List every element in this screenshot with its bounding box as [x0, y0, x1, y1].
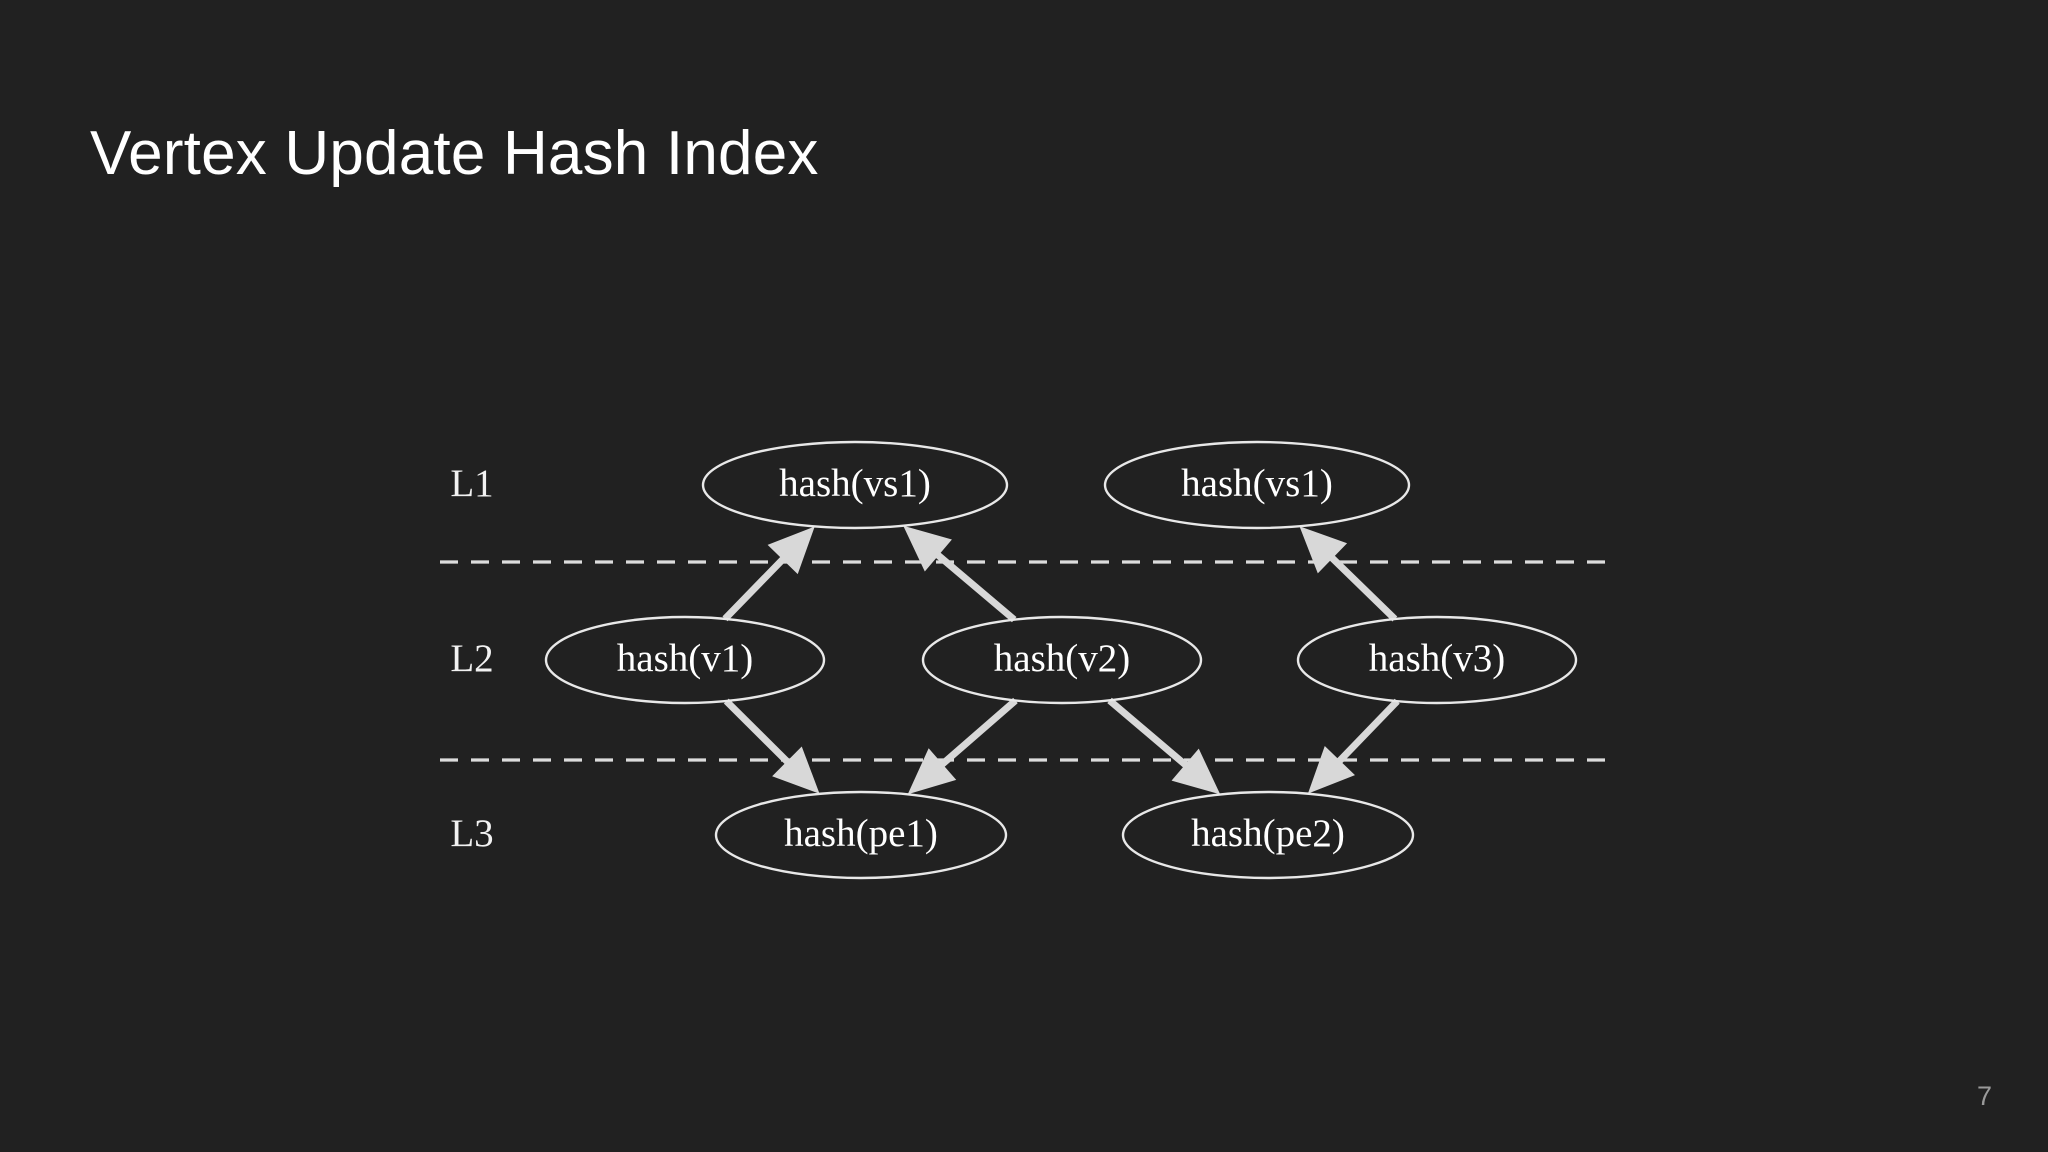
row-label-l3: L3	[450, 812, 493, 855]
v1-to-vs1a-arrowhead	[767, 526, 815, 575]
node-pe1-ellipse	[714, 790, 1008, 880]
v3-to-pe2-shaft	[1333, 698, 1400, 768]
v2-to-pe2-arrowhead	[1171, 748, 1221, 795]
node-v3-ellipse	[1296, 615, 1578, 705]
v2-to-vs1a-shaft	[931, 548, 1017, 623]
v3-to-pe2-arrowhead	[1307, 745, 1355, 794]
v2-to-pe1-shaft	[935, 697, 1018, 771]
v3-to-vs1b-arrowhead	[1299, 526, 1348, 574]
node-v1-ellipse	[544, 615, 826, 705]
node-v2[interactable]: hash(v2)	[921, 615, 1203, 705]
node-pe1[interactable]: hash(pe1)	[714, 790, 1008, 880]
node-pe2-label: hash(pe2)	[1191, 812, 1345, 855]
row-label-l1: L1	[450, 462, 493, 505]
v2-to-pe1-arrowhead	[907, 748, 957, 795]
node-v2-ellipse	[921, 615, 1203, 705]
v1-to-vs1a-shaft	[722, 552, 790, 622]
node-vs1a[interactable]: hash(vs1)	[701, 440, 1009, 530]
node-vs1a-label: hash(vs1)	[779, 462, 931, 505]
node-vs1b-label: hash(vs1)	[1181, 462, 1333, 505]
graph-nodes: hash(vs1) hash(vs1) hash(v1) hash(v2) hash(v…	[544, 440, 1578, 880]
node-v3-label: hash(v3)	[1369, 637, 1505, 680]
page-number: 7	[1976, 1081, 1992, 1111]
node-v2-label: hash(v2)	[994, 637, 1130, 680]
node-pe2-ellipse	[1121, 790, 1415, 880]
node-v1[interactable]: hash(v1)	[544, 615, 826, 705]
v1-to-pe1-shaft	[723, 698, 794, 769]
node-pe2[interactable]: hash(pe2)	[1121, 790, 1415, 880]
node-v3[interactable]: hash(v3)	[1296, 615, 1578, 705]
node-pe1-label: hash(pe1)	[784, 812, 938, 855]
graph-edges	[722, 525, 1400, 795]
row-label-l2: L2	[450, 637, 493, 680]
node-vs1a-ellipse	[701, 440, 1009, 530]
node-vs1b[interactable]: hash(vs1)	[1103, 440, 1411, 530]
page-title: Vertex Update Hash Index	[90, 119, 819, 188]
v2-to-vs1a-arrowhead	[903, 525, 952, 572]
v1-to-pe1-arrowhead	[772, 746, 820, 794]
v2-to-pe2-shaft	[1107, 697, 1192, 772]
layer-dividers	[440, 560, 1608, 762]
node-v1-label: hash(v1)	[617, 637, 753, 680]
node-vs1b-ellipse	[1103, 440, 1411, 530]
v3-to-vs1b-shaft	[1325, 551, 1398, 622]
